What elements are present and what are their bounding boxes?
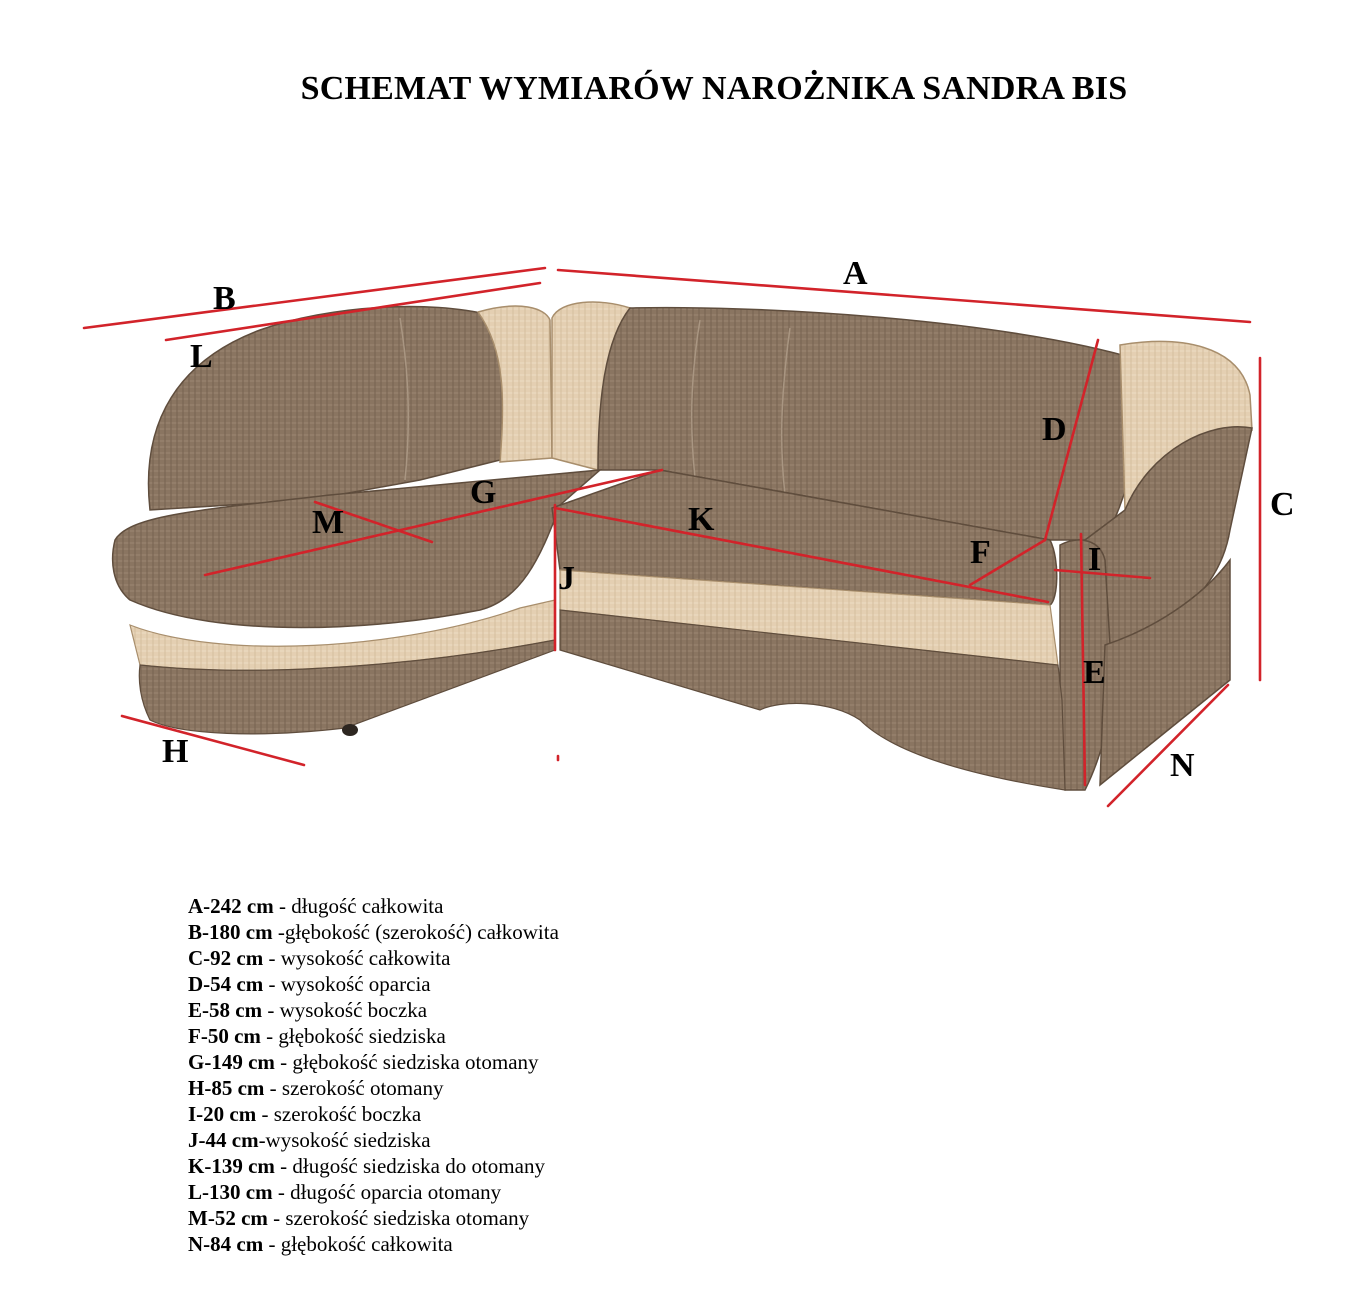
- legend-desc: - długość całkowita: [273, 894, 444, 918]
- diagram-title: SCHEMAT WYMIARÓW NAROŻNIKA SANDRA BIS: [300, 70, 1128, 107]
- legend-desc: -wysokość siedziska: [258, 1128, 431, 1152]
- legend-desc: - długość oparcia otomany: [272, 1180, 502, 1204]
- legend-item: C-92 cm - wysokość całkowita: [188, 945, 559, 971]
- dim-line-k: [553, 506, 1050, 604]
- dimension-letters: A B C D E F G H I J K L M N: [162, 255, 1295, 784]
- dim-line-n: [1106, 683, 1230, 808]
- legend-code: N-84 cm: [188, 1232, 264, 1256]
- legend-code: J-44 cm: [188, 1128, 259, 1152]
- legend-code: M-52 cm: [188, 1206, 268, 1230]
- dim-label-m: M: [312, 504, 344, 541]
- legend-code: H-85 cm: [188, 1076, 265, 1100]
- legend-item: D-54 cm - wysokość oparcia: [188, 971, 559, 997]
- dim-label-f: F: [970, 534, 991, 571]
- dim-line-g: [203, 468, 664, 577]
- legend-item: A-242 cm - długość całkowita: [188, 893, 559, 919]
- ottoman-seat: [111, 469, 603, 629]
- legend-code: F-50 cm: [188, 1024, 261, 1048]
- main-back-seam-1: [690, 319, 701, 479]
- legend-item: I-20 cm - szerokość boczka: [188, 1101, 559, 1127]
- dim-line-m: [313, 500, 434, 544]
- legend-item: H-85 cm - szerokość otomany: [188, 1075, 559, 1101]
- main-back-seam-2: [780, 327, 791, 496]
- dim-label-h: H: [162, 733, 188, 770]
- dim-label-k: K: [688, 501, 715, 538]
- legend-desc: - wysokość boczka: [262, 998, 428, 1022]
- legend-code: A-242 cm: [188, 894, 274, 918]
- legend-code: C-92 cm: [188, 946, 264, 970]
- dim-line-b-inner: [164, 281, 542, 342]
- sofa-illustration: [111, 301, 1253, 791]
- legend-code: G-149 cm: [188, 1050, 275, 1074]
- dim-label-g: G: [470, 474, 496, 511]
- legend-item: K-139 cm - długość siedziska do otomany: [188, 1153, 559, 1179]
- legend-code: I-20 cm: [188, 1102, 257, 1126]
- dim-label-l: L: [190, 338, 213, 375]
- dim-label-c: C: [1270, 486, 1295, 523]
- legend-desc: - długość siedziska do otomany: [274, 1154, 545, 1178]
- legend-desc: - szerokość otomany: [264, 1076, 444, 1100]
- legend-item: E-58 cm - wysokość boczka: [188, 997, 559, 1023]
- dim-label-a: A: [843, 255, 868, 292]
- dim-label-d: D: [1042, 411, 1067, 448]
- right-armrest-body: [1099, 557, 1231, 787]
- sofa-foot: [342, 724, 358, 736]
- legend-item: N-84 cm - głębokość całkowita: [188, 1231, 559, 1257]
- legend-desc: - głębokość siedziska otomany: [274, 1050, 539, 1074]
- sofa-dimension-diagram: A B C D E F G H I J K L M N: [82, 255, 1295, 808]
- legend-item: F-50 cm - głębokość siedziska: [188, 1023, 559, 1049]
- dim-line-f: [968, 538, 1047, 587]
- dim-line-b-outer: [82, 266, 547, 330]
- legend-desc: -głębokość (szerokość) całkowita: [272, 920, 559, 944]
- legend-desc: - głębokość siedziska: [260, 1024, 446, 1048]
- legend-desc: - szerokość boczka: [256, 1102, 422, 1126]
- dim-label-n: N: [1170, 747, 1195, 784]
- legend-item: L-130 cm - długość oparcia otomany: [188, 1179, 559, 1205]
- dimension-lines: [82, 266, 1262, 808]
- legend-code: B-180 cm: [188, 920, 273, 944]
- legend-code: K-139 cm: [188, 1154, 275, 1178]
- dim-line-e: [1079, 532, 1087, 787]
- dim-label-e: E: [1083, 654, 1106, 691]
- legend-desc: - wysokość całkowita: [263, 946, 451, 970]
- legend-code: L-130 cm: [188, 1180, 273, 1204]
- dim-line-d: [1043, 338, 1100, 542]
- dimension-legend: A-242 cm - długość całkowita B-180 cm -g…: [188, 893, 559, 1257]
- legend-desc: - głębokość całkowita: [263, 1232, 453, 1256]
- legend-code: D-54 cm: [188, 972, 264, 996]
- dim-label-b: B: [213, 280, 236, 317]
- dim-line-h: [120, 714, 306, 767]
- legend-desc: - wysokość oparcia: [263, 972, 431, 996]
- ottoman-back-seam: [399, 317, 410, 481]
- main-base-brown-band: [559, 609, 1066, 791]
- legend-item: M-52 cm - szerokość siedziska otomany: [188, 1205, 559, 1231]
- dim-line-i: [1053, 568, 1152, 580]
- dim-label-i: I: [1088, 541, 1101, 578]
- corner-beige-left: [476, 305, 553, 463]
- legend-item: J-44 cm-wysokość siedziska: [188, 1127, 559, 1153]
- dim-label-j: J: [558, 560, 575, 597]
- legend-item: B-180 cm -głębokość (szerokość) całkowit…: [188, 919, 559, 945]
- dim-line-a: [556, 268, 1252, 324]
- legend-item: G-149 cm - głębokość siedziska otomany: [188, 1049, 559, 1075]
- legend-code: E-58 cm: [188, 998, 263, 1022]
- legend-desc: - szerokość siedziska otomany: [267, 1206, 530, 1230]
